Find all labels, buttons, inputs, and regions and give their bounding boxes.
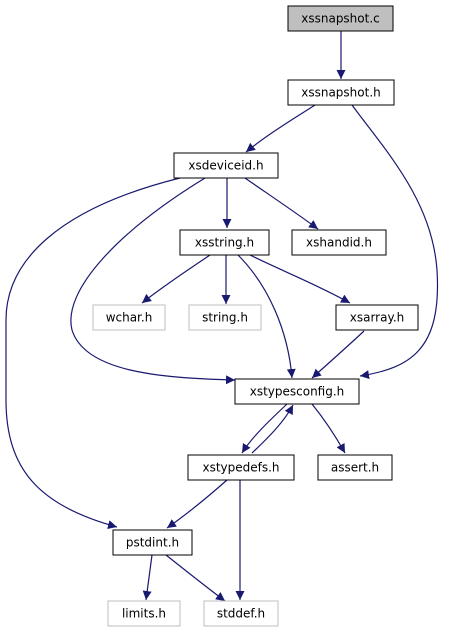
nodes-layer: xssnapshot.c xssnapshot.h xsdeviceid.h x… xyxy=(92,5,419,627)
node-xstypesconfig-h[interactable]: xstypesconfig.h xyxy=(234,378,360,405)
node-xsarray-h[interactable]: xsarray.h xyxy=(335,304,419,331)
node-box xyxy=(291,229,387,256)
node-label: xsstring.h xyxy=(195,236,254,250)
node-box xyxy=(173,152,279,179)
edge-xstypesconfig-h-to-xstypedefs-h xyxy=(241,403,288,454)
edge-xsstring-h-to-xsarray-h xyxy=(249,254,351,304)
node-stddef-h[interactable]: stddef.h xyxy=(203,600,279,627)
edge-xsdeviceid-h-to-pstdint-h xyxy=(5,177,181,529)
node-box xyxy=(112,529,193,556)
edge-xsdeviceid-h-to-xshandid-h xyxy=(244,177,319,230)
node-box xyxy=(188,304,262,331)
node-label: wchar.h xyxy=(106,311,153,325)
edge-xstypedefs-h-to-pstdint-h xyxy=(166,479,228,529)
node-box xyxy=(187,454,295,481)
edge-xssnapshot-h-to-xsdeviceid-h xyxy=(245,104,316,153)
node-label: xssnapshot.c xyxy=(301,12,380,26)
edge-xsdeviceid-h-to-xstypesconfig-h xyxy=(70,177,236,385)
node-label: xstypedefs.h xyxy=(202,461,279,475)
node-xssnapshot-c[interactable]: xssnapshot.c xyxy=(287,5,394,32)
node-box xyxy=(179,229,270,256)
node-label: xstypesconfig.h xyxy=(250,385,345,399)
node-box xyxy=(335,304,419,331)
node-wchar-h[interactable]: wchar.h xyxy=(92,304,166,331)
edges-layer xyxy=(5,31,439,602)
node-box xyxy=(287,5,394,32)
node-xsstring-h[interactable]: xsstring.h xyxy=(179,229,270,256)
node-label: stddef.h xyxy=(217,607,265,621)
edge-xssnapshot-h-to-xstypesconfig-h xyxy=(351,104,439,380)
node-box xyxy=(92,304,166,331)
node-label: limits.h xyxy=(122,607,166,621)
edge-pstdint-h-to-stddef-h xyxy=(165,554,226,602)
node-label: pstdint.h xyxy=(126,536,179,550)
node-label: xsdeviceid.h xyxy=(188,159,263,173)
node-xssnapshot-h[interactable]: xssnapshot.h xyxy=(287,79,395,106)
node-string-h[interactable]: string.h xyxy=(188,304,262,331)
node-assert-h[interactable]: assert.h xyxy=(317,454,393,481)
edge-xsstring-h-to-xstypesconfig-h xyxy=(237,254,296,379)
edge-xstypedefs-h-to-xstypesconfig-h xyxy=(251,404,294,454)
node-xstypedefs-h[interactable]: xstypedefs.h xyxy=(187,454,295,481)
node-box xyxy=(107,600,181,627)
edge-xsstring-h-to-wchar-h xyxy=(141,254,211,304)
node-limits-h[interactable]: limits.h xyxy=(107,600,181,627)
node-box xyxy=(234,378,360,405)
node-box xyxy=(203,600,279,627)
node-label: assert.h xyxy=(331,461,379,475)
node-pstdint-h[interactable]: pstdint.h xyxy=(112,529,193,556)
node-box xyxy=(287,79,395,106)
node-xshandid-h[interactable]: xshandid.h xyxy=(291,229,387,256)
node-box xyxy=(317,454,393,481)
node-label: xshandid.h xyxy=(306,236,372,250)
edge-pstdint-h-to-limits-h xyxy=(142,554,153,601)
node-label: string.h xyxy=(202,311,248,325)
node-label: xssnapshot.h xyxy=(301,86,381,100)
node-xsdeviceid-h[interactable]: xsdeviceid.h xyxy=(173,152,279,179)
node-label: xsarray.h xyxy=(350,311,405,325)
edge-xstypesconfig-h-to-assert-h xyxy=(311,403,346,454)
edge-xsarray-h-to-xstypesconfig-h xyxy=(311,330,365,379)
